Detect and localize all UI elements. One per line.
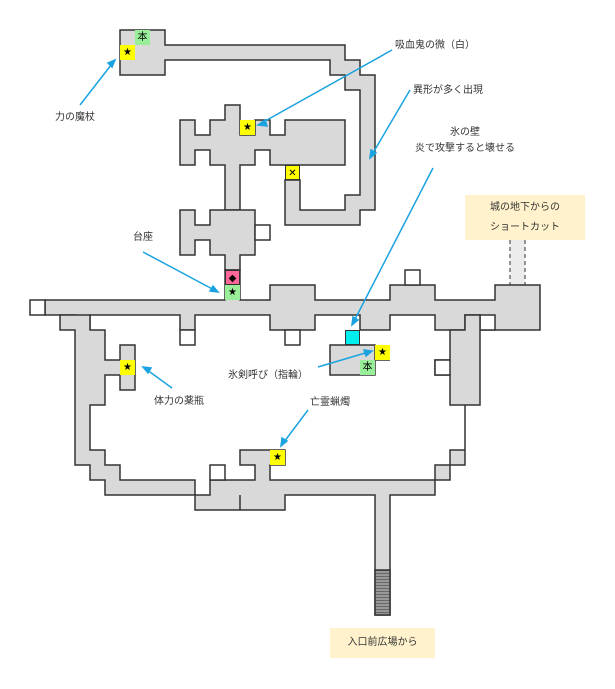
nub — [404, 269, 421, 286]
left-wing — [59, 314, 481, 616]
item-star-vitality-bottle[interactable]: ★ — [120, 360, 135, 375]
pedestal-room — [179, 209, 256, 271]
central-cross-room — [179, 104, 346, 211]
arrow-ice-sword-ring — [317, 350, 373, 368]
pointer-arrows — [79, 49, 434, 448]
item-star-ice-sword-ring[interactable]: ★ — [375, 345, 390, 360]
nub — [284, 329, 301, 346]
arrow-ice-wall — [351, 167, 434, 326]
nub — [179, 329, 196, 346]
item-star-vampire-fang[interactable]: ★ — [240, 120, 255, 135]
item-star-pedestal[interactable]: ★ — [225, 285, 240, 300]
shortcut-corridor — [509, 240, 526, 285]
label-pedestal: 台座 — [133, 232, 153, 243]
label-ice-wall: 氷の壁 — [450, 127, 480, 138]
label-many-enemies: 異形が多く出現 — [413, 85, 483, 96]
side-nub — [254, 224, 271, 241]
label-ghost-candle: 亡霊蝋燭 — [310, 397, 350, 408]
item-star-power-wand[interactable]: ★ — [120, 45, 135, 60]
book-marker: 本 — [135, 30, 150, 45]
note-shortcut: 城の地下からの ショートカット — [465, 195, 585, 240]
item-star-ghost-candle[interactable]: ★ — [270, 450, 285, 465]
label-vitality-bottle: 体力の薬瓶 — [154, 396, 204, 407]
nub — [209, 464, 226, 481]
arrow-pedestal — [142, 251, 219, 293]
label-ice-sword-ring: 氷剣呼び（指輪） — [228, 370, 308, 381]
book-marker: 本 — [360, 360, 375, 375]
note-shortcut-line1: 城の地下からの — [490, 202, 560, 213]
top-loop-corridor — [119, 29, 376, 226]
label-vampire-fang: 吸血鬼の微（白） — [395, 40, 475, 51]
label-power-wand: 力の魔杖 — [55, 112, 95, 123]
stairs — [374, 569, 391, 616]
ice-wall — [345, 330, 360, 345]
nub — [479, 314, 496, 331]
arrow-many-enemies — [369, 89, 411, 159]
label-ice-wall-hint: 炎で攻撃すると壊せる — [415, 143, 515, 154]
arrow-power-wand — [79, 59, 116, 106]
note-entrance: 入口前広場から — [330, 628, 435, 658]
arrow-vampire-fang — [257, 49, 393, 126]
pedestal-diamond[interactable]: ◆ — [225, 270, 240, 285]
note-shortcut-line2: ショートカット — [490, 222, 560, 233]
west-nub — [29, 299, 46, 316]
blocked-door-cross: ✕ — [285, 165, 300, 180]
nub — [434, 359, 451, 376]
